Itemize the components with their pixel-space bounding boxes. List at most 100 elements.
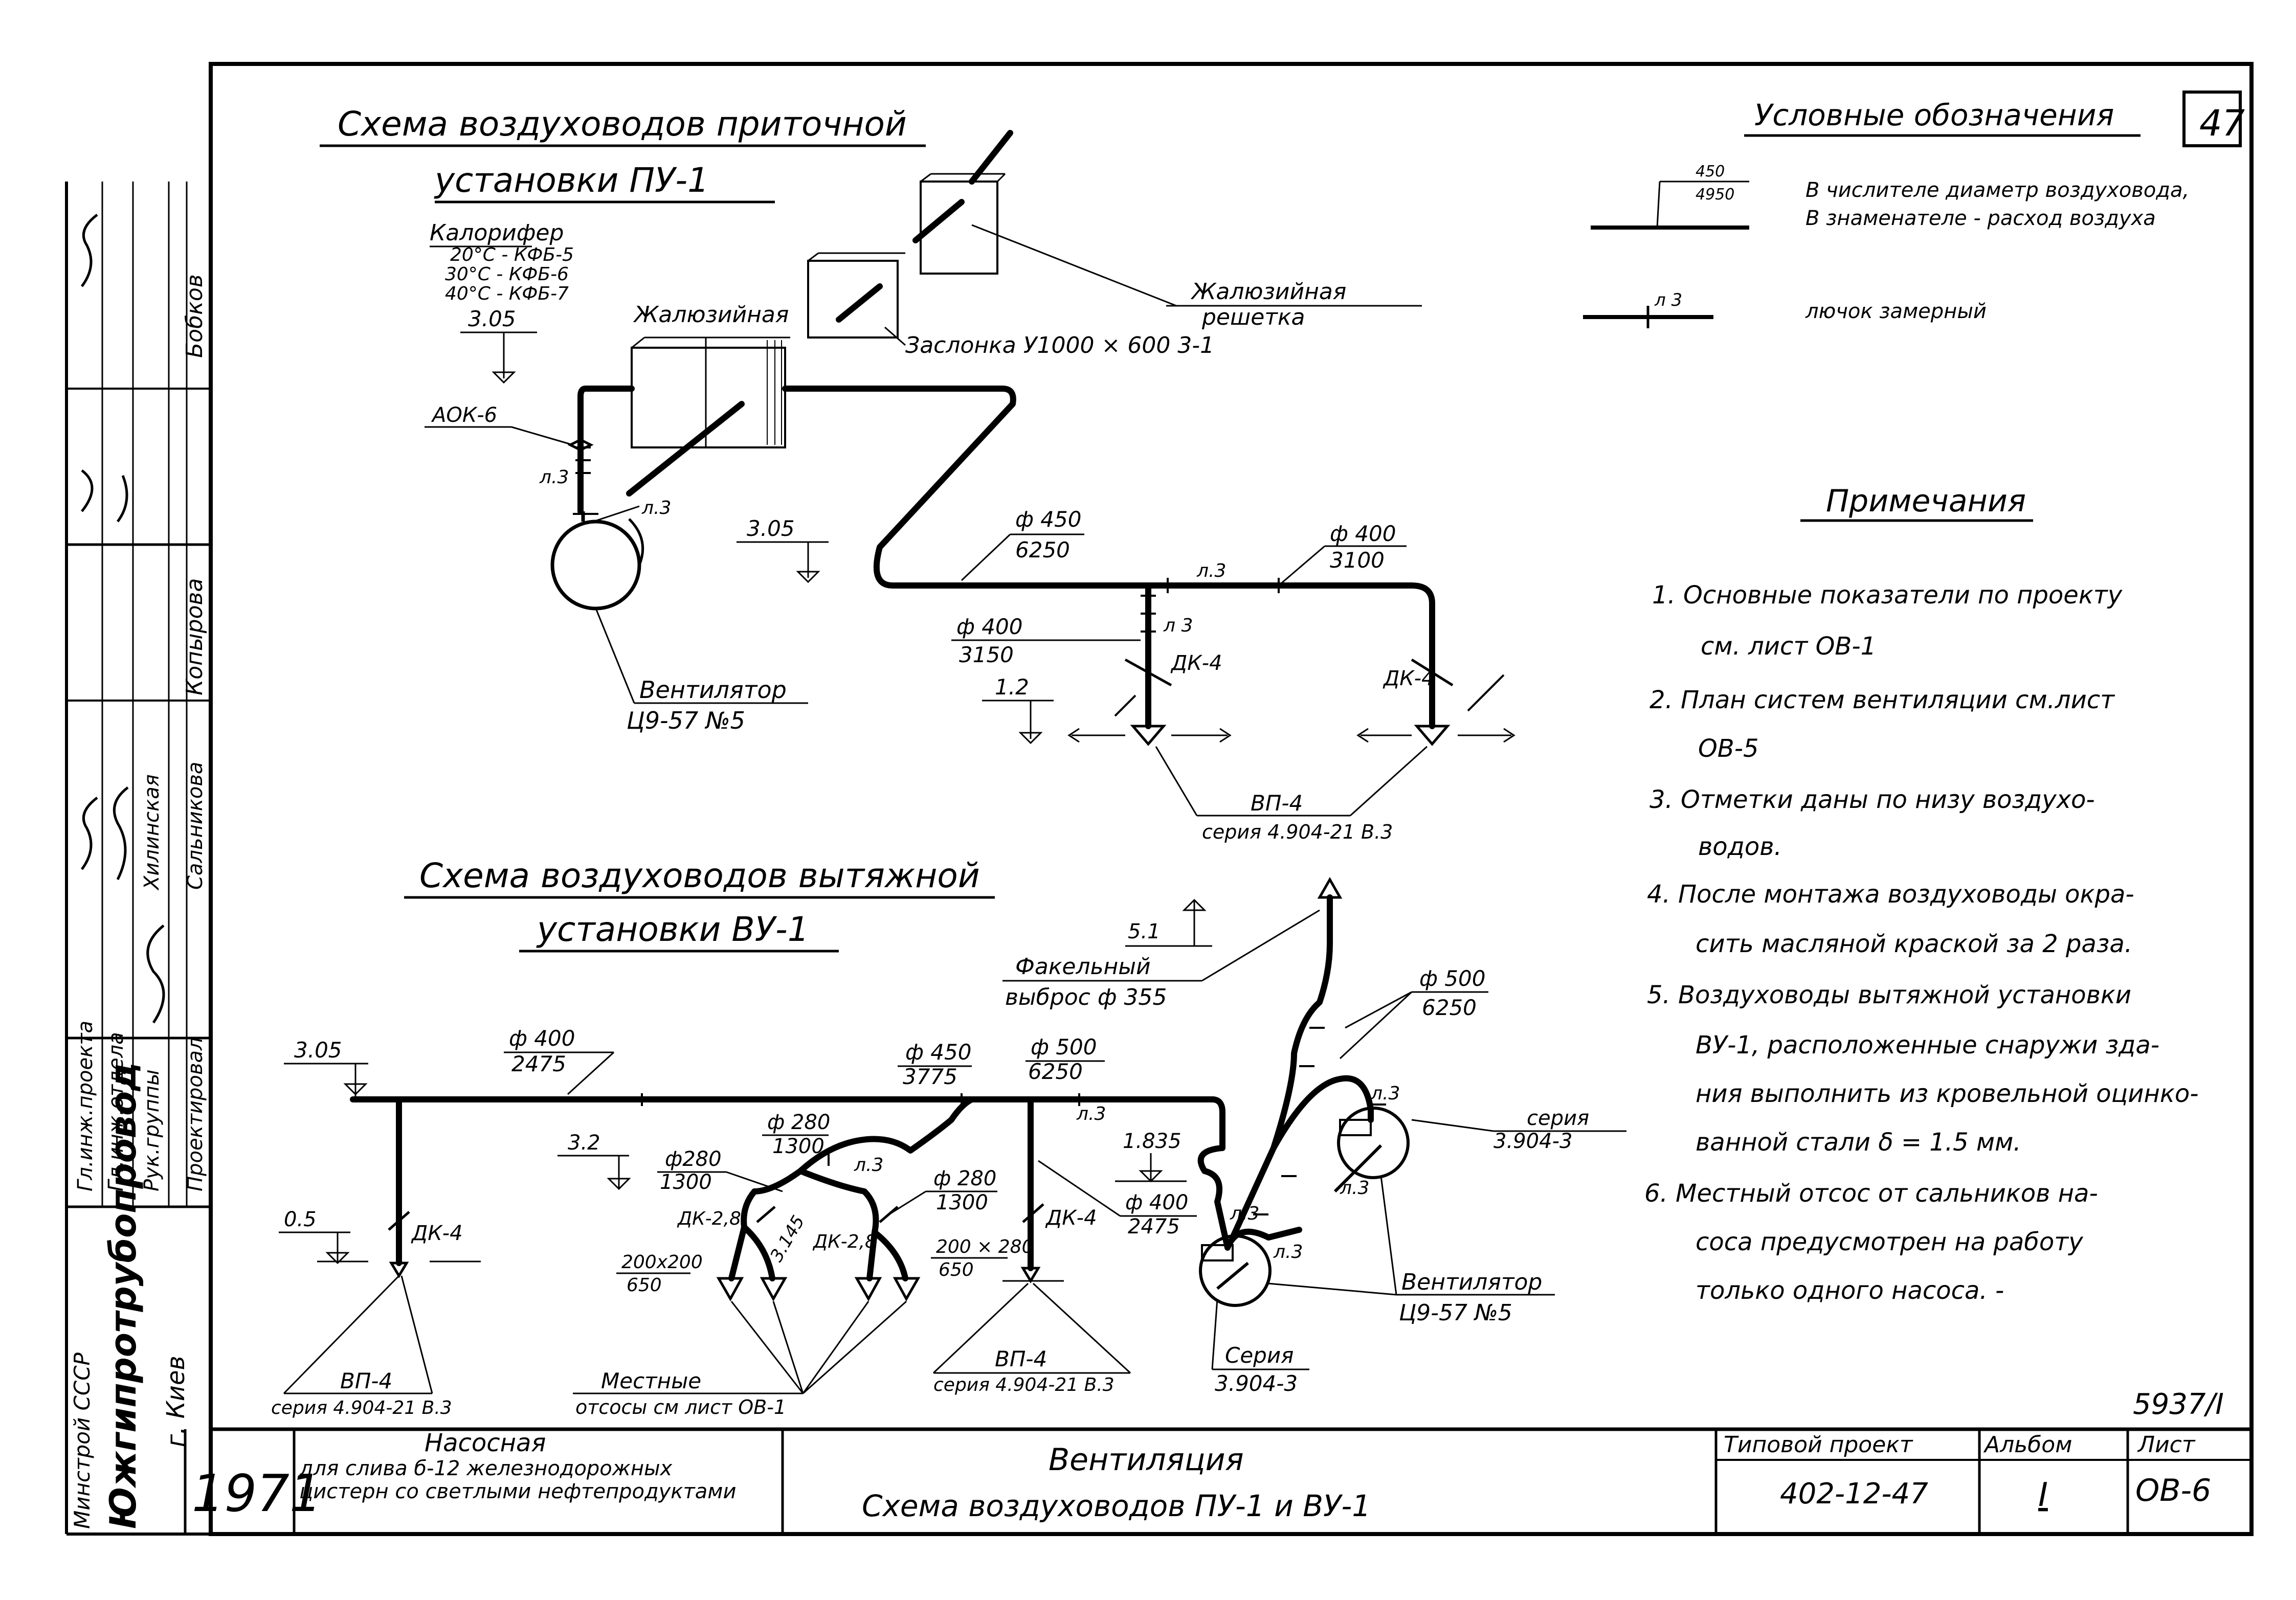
ex-q1835: 1.835 — [1123, 1130, 1182, 1153]
note-line-12: 6. Местный отсос от сальников на- — [1644, 1179, 2098, 1208]
role-group-head: Рук.группы — [140, 1069, 164, 1191]
grille-1: Жалюзийная — [633, 302, 789, 328]
supply-hatches — [575, 446, 1280, 633]
ex-elev-32: 3.2 — [568, 1131, 600, 1155]
org-name: Южгипротрубопровод — [102, 1062, 144, 1529]
legend-hatch-desc: лючок замерный — [1805, 300, 1987, 323]
grille-box — [920, 173, 1006, 275]
role-dept-engineer: Гл.инж.отдела — [104, 1032, 128, 1191]
ex-q2475a: 2475 — [511, 1051, 566, 1076]
exhaust-fan-top — [1337, 1107, 1410, 1179]
legend-num: 450 — [1696, 163, 1725, 181]
supply-l3-c: л.3 — [1196, 560, 1226, 581]
ex-vp-right-series: серия 4.904-21 В.3 — [933, 1374, 1114, 1395]
ex-d280c: ф 280 — [933, 1167, 996, 1190]
role-chief-engineer: Гл.инж.проекта — [74, 1021, 97, 1191]
d400b-label: ф 400 — [956, 614, 1022, 639]
ex-q1300c: 1300 — [936, 1191, 988, 1214]
stamp-year: 1971 — [192, 1463, 322, 1523]
ex-l3-d: л.3 — [1230, 1203, 1259, 1224]
name-khilinskaya: Хилинская — [140, 774, 164, 891]
damper-label: Заслонка У1000 × 600 3-1 — [905, 332, 1214, 358]
ex-dk4b: ДК-4 — [411, 1222, 463, 1245]
ex-q6250b: 6250 — [1028, 1059, 1083, 1084]
stamp-album-label: Альбом — [1983, 1432, 2072, 1458]
ex-d500a: ф 500 — [1419, 966, 1485, 991]
name-kopyrova: Копырова — [182, 578, 208, 695]
supply-fan-title: Вентилятор — [639, 676, 787, 704]
stamp-list-value: ОВ-6 — [2135, 1473, 2211, 1508]
sheet-frame — [65, 62, 2254, 1536]
ex-q1300b: 1300 — [660, 1170, 712, 1194]
series-r2: 3.904-3 — [1493, 1130, 1572, 1153]
supply-title-1: Схема воздуховодов приточной — [338, 104, 907, 144]
note-line-14: только одного насоса. - — [1696, 1276, 2004, 1305]
legend-hatch-label: л 3 — [1654, 290, 1682, 310]
org-ministry: Минстрой СССР — [70, 1352, 95, 1529]
supply-fan — [550, 511, 644, 611]
supply-elev3: 1.2 — [995, 674, 1029, 700]
exhaust-title-2: установки ВУ-1 — [536, 910, 809, 949]
dk4b-label: ДК-4 — [1383, 667, 1435, 690]
ex-series-b2: 3.904-3 — [1215, 1371, 1298, 1396]
exhaust-fan-bottom — [1199, 1234, 1272, 1307]
side-stamp: Гл.инж.проекта Гл.инж.отдела Рук.группы … — [66, 182, 211, 1529]
stamp-sheet-title: Вентиляция — [1049, 1442, 1244, 1478]
ex-d400b: ф 400 — [1125, 1191, 1188, 1214]
ex-dim3145: 3.145 — [766, 1212, 809, 1265]
note-line-1: см. лист ОВ-1 — [1701, 632, 1876, 661]
ex-l3-b: л.3 — [1370, 1083, 1400, 1104]
heater-20: 20°С - КФБ-5 — [450, 244, 574, 265]
stamp-object-2: цистерн со светлыми нефтепродуктами — [299, 1480, 736, 1503]
d450-label: ф 450 — [1015, 507, 1081, 532]
ex-elev-305: 3.05 — [294, 1038, 342, 1063]
note-line-3: ОВ-5 — [1698, 734, 1759, 763]
stamp-project-label: Типовой проект — [1724, 1432, 1913, 1458]
note-line-6: 4. После монтажа воздуховоды окра- — [1647, 880, 2134, 909]
ex-dk4a: ДК-4 — [1045, 1206, 1097, 1230]
torch-2: выброс ф 355 — [1005, 984, 1167, 1010]
supply-vp-title: ВП-4 — [1251, 791, 1303, 816]
exhaust-title-1: Схема воздуховодов вытяжной — [419, 856, 980, 895]
stamp-code: 5937/I — [2133, 1388, 2224, 1421]
supply-fan-model: Ц9-57 №5 — [627, 707, 745, 734]
note-line-8: 5. Воздуховоды вытяжной установки — [1647, 981, 2131, 1009]
sheet-number: 47 — [2199, 102, 2245, 144]
ex-l3-c: л.3 — [1340, 1178, 1369, 1199]
legend: Условные обозначения 450 4950 В числител… — [1583, 98, 2189, 328]
ex-series-b1: Серия — [1225, 1343, 1294, 1368]
ex-dk28a: ДК-2,8 — [677, 1208, 741, 1229]
supply-l3-a: л.3 — [539, 467, 569, 488]
ex-q650b: 650 — [939, 1259, 974, 1280]
ex-l3-e: л.3 — [1273, 1242, 1303, 1263]
heater-30: 30°С - КФБ-6 — [445, 264, 569, 285]
role-designer: Проектировал — [184, 1037, 207, 1191]
legend-title: Условные обозначения — [1754, 98, 2114, 132]
ex-q6250a: 6250 — [1422, 995, 1477, 1020]
signatures — [80, 214, 165, 1024]
local-2: отсосы см лист ОВ-1 — [575, 1396, 786, 1418]
elev-51: 5.1 — [1128, 920, 1161, 943]
supply-outlets — [1067, 658, 1515, 746]
org-city: г. Киев — [162, 1356, 190, 1447]
exhaust-outlets — [389, 876, 1343, 1302]
ex-l3-f: л.3 — [854, 1155, 883, 1176]
ex-size200a: 200x200 — [621, 1252, 703, 1273]
series-r1: серия — [1527, 1107, 1589, 1130]
supply-title-2: установки ПУ-1 — [434, 161, 709, 200]
note-line-9: ВУ-1, расположенные снаружи зда- — [1696, 1031, 2159, 1060]
notes: Примечания 1. Основные показатели по про… — [1644, 483, 2199, 1305]
stamp-project-value: 402-12-47 — [1780, 1477, 1928, 1511]
ex-l3-a: л.3 — [1076, 1103, 1106, 1124]
note-line-5: водов. — [1698, 832, 1782, 861]
ex-d400a: ф 400 — [509, 1026, 575, 1051]
name-bobkov: Бобков — [182, 274, 208, 358]
supply-elev2: 3.05 — [747, 516, 795, 541]
torch-1: Факельный — [1015, 954, 1151, 980]
supply-l3-d: л 3 — [1163, 615, 1193, 636]
stamp-object-1: для слива б-12 железнодорожных — [299, 1457, 673, 1480]
supply-vp-series: серия 4.904-21 В.3 — [1202, 821, 1393, 843]
stamp-sheet-subtitle: Схема воздуховодов ПУ-1 и ВУ-1 — [862, 1489, 1371, 1523]
stamp-list-label: Лист — [2137, 1432, 2196, 1458]
